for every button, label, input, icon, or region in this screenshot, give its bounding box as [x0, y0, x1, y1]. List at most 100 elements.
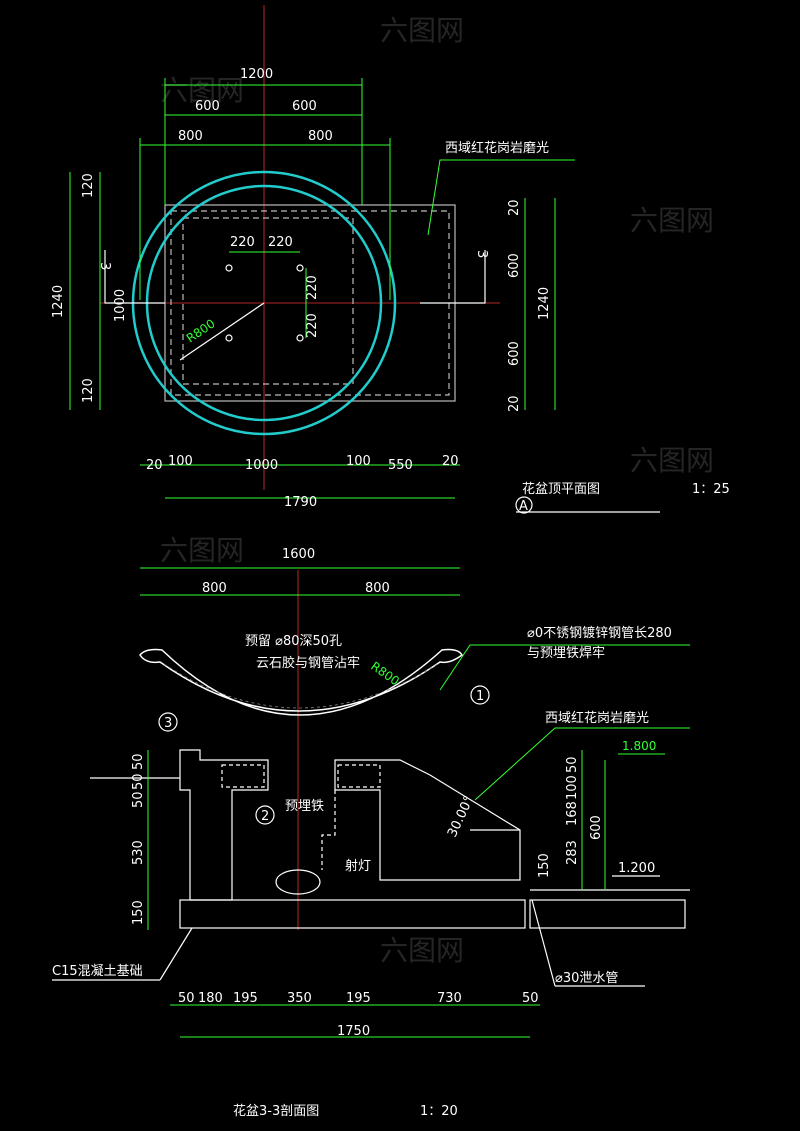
plan-section-num-left: 3: [97, 262, 112, 270]
section-dim-top-2: 800: [365, 581, 390, 596]
plan-dim-bottom-3: 100: [346, 454, 371, 469]
section-bowl: [139, 648, 463, 716]
plan-dim-bottom-1: 100: [168, 454, 193, 469]
section-material-note: 西域红花岗岩磨光: [545, 710, 649, 726]
section-dim-left-4: 150: [131, 900, 146, 925]
section-radius-label: R800: [368, 659, 402, 688]
section-note-glue: 云石胶与钢管沾牢: [256, 655, 360, 671]
plan-dim-top-2: 600: [292, 99, 317, 114]
plan-dim-bottom-0: 20: [146, 458, 163, 473]
section-dim-left-0: 50: [131, 753, 146, 770]
section-dim-left-2: 50: [131, 791, 146, 808]
section-dim-bottom-2: 195: [233, 991, 258, 1006]
section-iron-right: [337, 764, 381, 788]
plan-dim-top-1: 600: [195, 99, 220, 114]
plan-dim-right-2: 1240: [537, 287, 552, 320]
plan-section-num-right: 3: [474, 250, 489, 258]
section-dim-right-1: 100: [565, 775, 580, 800]
section-dim-right-0: 50: [565, 756, 580, 773]
section-dim-bottom-6: 50: [522, 991, 539, 1006]
plan-dim-right-1: 600: [507, 253, 522, 278]
section-dim-bottom-4: 195: [346, 991, 371, 1006]
section-dim-right-3: 283: [565, 840, 580, 865]
section-spotlight: [275, 869, 321, 895]
section-note-hole: 预留 ⌀80深50孔: [245, 634, 342, 649]
plan-dim-right-4: 20: [507, 395, 522, 412]
plan-dim-top-0: 1200: [240, 67, 273, 82]
plan-hole-1: [225, 264, 233, 272]
section-concrete-note: C15混凝土基础: [52, 963, 143, 979]
section-note-pipe: ⌀0不锈钢镀锌钢管长280: [527, 625, 672, 641]
plan-scale: 1：25: [692, 482, 730, 497]
section-concrete-base: [179, 899, 526, 929]
plan-dim-top-4: 800: [308, 129, 333, 144]
plan-material-note: 西域红花岗岩磨光: [445, 140, 549, 156]
plan-dim-left-0: 120: [81, 173, 96, 198]
section-bowl-hatch: [163, 663, 439, 709]
section-view: 1600 800 800 R800 预留 ⌀80深50孔 云石胶与钢管沾牢 ⌀0…: [52, 547, 690, 1119]
section-drain-leader: [531, 899, 556, 987]
section-cable: [321, 790, 336, 870]
section-dim-bottom-0: 50: [178, 991, 195, 1006]
section-dim-left-1: 50: [131, 773, 146, 790]
section-callout-3: 3: [164, 716, 172, 731]
plan-radius-label: R800: [184, 316, 218, 345]
plan-dim-right-0: 20: [507, 199, 522, 216]
plan-dim-left-2: 1000: [113, 289, 128, 322]
plan-hole-4: [296, 334, 304, 342]
section-elev-low: 1.200: [618, 861, 655, 876]
section-dim-bottom-1: 180: [198, 991, 223, 1006]
section-spot-light: 射灯: [345, 858, 371, 874]
plan-section-mark-left: [104, 250, 165, 304]
section-title: 花盆3-3剖面图: [233, 1103, 319, 1119]
section-dim-top-1: 800: [202, 581, 227, 596]
section-dim-right-5: 150: [537, 853, 552, 878]
section-pipe-leader: [439, 644, 690, 691]
plan-section-mark-right: [420, 250, 486, 304]
plan-dim-bottom-4: 550: [388, 458, 413, 473]
plan-title: 花盆顶平面图: [522, 481, 600, 497]
plan-dim-inner-1: 220: [230, 235, 255, 250]
plan-dim-inner-3: 220: [305, 275, 320, 300]
section-dim-left-3: 530: [131, 840, 146, 865]
section-dim-right-4: 600: [589, 815, 604, 840]
section-dim-top-0: 1600: [282, 547, 315, 562]
section-elev-top: 1.800: [622, 739, 656, 753]
watermark-5: 六图网: [630, 444, 714, 477]
section-dim-bottom-7: 1750: [337, 1024, 370, 1039]
plan-dim-left-3: 120: [81, 378, 96, 403]
plan-hole-2: [296, 264, 304, 272]
section-scale: 1：20: [420, 1104, 458, 1119]
watermark-1: 六图网: [380, 14, 464, 47]
plan-hole-3: [225, 334, 233, 342]
section-embedded-iron: 预埋铁: [285, 799, 324, 814]
plan-radius-line: [179, 302, 265, 361]
section-concrete-leader: [159, 927, 193, 981]
plan-marker-circle: [515, 496, 533, 514]
watermark-3: 六图网: [630, 204, 714, 237]
section-callout-2-circle: [255, 805, 275, 825]
watermark-6: 六图网: [380, 934, 464, 967]
watermark-4: 六图网: [160, 534, 244, 567]
section-dim-bottom-3: 350: [287, 991, 312, 1006]
watermark-group: 六图网 六图网 六图网 六图网 六图网 六图网: [160, 14, 714, 967]
section-angle: 30.00°: [445, 794, 477, 840]
watermark-2: 六图网: [160, 74, 244, 107]
plan-dim-inner-4: 220: [305, 313, 320, 338]
plan-dim-bottom-6: 1790: [284, 495, 317, 510]
section-dim-bottom-5: 730: [437, 991, 462, 1006]
plan-dim-bottom-5: 20: [442, 454, 459, 469]
plan-dim-inner-2: 220: [268, 235, 293, 250]
plan-pedestal-outline: [182, 217, 354, 385]
section-material-leader: [474, 727, 690, 801]
plan-material-leader: [427, 159, 575, 236]
section-note-weld: 与预埋铁焊牢: [527, 645, 605, 661]
plan-view: R800 220 220 220 220 3 3 1200 600 600 80…: [51, 5, 730, 514]
section-pedestal-left: [179, 749, 269, 901]
section-pedestal-right: [334, 759, 521, 881]
section-callout-1: 1: [476, 689, 484, 704]
section-callout-3-circle: [158, 712, 178, 732]
plan-marker: A: [519, 499, 528, 514]
plan-dim-right-3: 600: [507, 341, 522, 366]
